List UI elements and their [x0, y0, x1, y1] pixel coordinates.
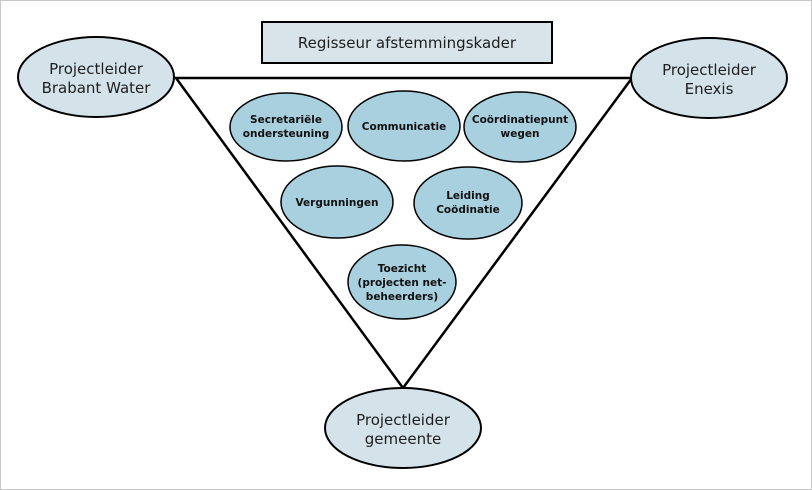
role-label-line: Coödinatie: [436, 204, 500, 216]
role-label-line: Coördinatiepunt: [472, 114, 568, 126]
role-label-line: (projecten net-: [358, 277, 447, 289]
role-label-line: beheerders): [366, 291, 438, 303]
corner-gemeente: Projectleider gemeente: [324, 387, 482, 469]
corner-label-line: Projectleider: [356, 411, 451, 429]
role-label-line: Leiding: [446, 190, 490, 202]
corner-label-line: Enexis: [685, 80, 734, 98]
corner-enexis: Projectleider Enexis: [630, 37, 788, 119]
role-label-line: Communicatie: [362, 121, 446, 133]
triangle-outline: [173, 76, 635, 391]
role-label-line: Toezicht: [378, 263, 427, 275]
role-secretariele-ondersteuning: Secretariële ondersteuning: [229, 92, 343, 162]
corner-label-line: gemeente: [365, 430, 441, 448]
corner-label-line: Brabant Water: [42, 79, 152, 97]
role-vergunningen: Vergunningen: [280, 165, 394, 239]
role-label-line: Secretariële: [250, 114, 322, 126]
corner-brabant-water: Projectleider Brabant Water: [17, 36, 175, 118]
role-toezicht: Toezicht (projecten net- beheerders): [347, 244, 457, 320]
role-label-line: wegen: [501, 128, 540, 140]
role-label-line: Vergunningen: [296, 197, 379, 209]
title-box-label: Regisseur afstemmingskader: [298, 34, 517, 52]
role-leiding-coodinatie: Leiding Coödinatie: [413, 166, 523, 240]
title-box: Regisseur afstemmingskader: [261, 21, 553, 64]
role-communicatie: Communicatie: [347, 90, 461, 162]
role-label-line: ondersteuning: [243, 128, 329, 140]
corner-label-line: Projectleider: [49, 60, 144, 78]
corner-label-line: Projectleider: [662, 61, 757, 79]
role-coordinatiepunt-wegen: Coördinatiepunt wegen: [463, 91, 577, 163]
